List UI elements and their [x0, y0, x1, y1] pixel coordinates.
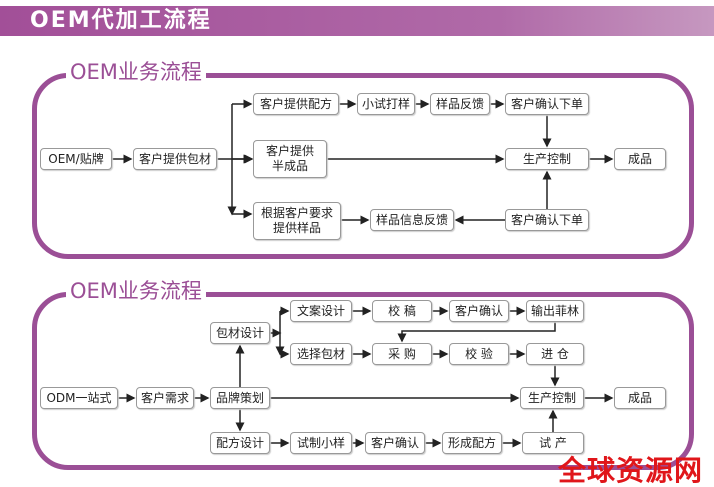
box-finished-1: 成品	[614, 148, 666, 170]
box-sample-info-feedback: 样品信息反馈	[370, 209, 454, 231]
box-proofread: 校 稿	[372, 300, 432, 322]
box-trial-sample: 小试打样	[357, 93, 415, 115]
box-purchase: 采 购	[372, 343, 432, 365]
box-order-confirm-1: 客户确认下单	[505, 93, 589, 115]
box-copy-design: 文案设计	[290, 300, 352, 322]
oem-section-title: OEM业务流程	[66, 59, 206, 85]
odm-frame	[32, 292, 694, 470]
box-output-film: 输出菲林	[526, 300, 584, 322]
box-brand-planning: 品牌策划	[210, 387, 270, 409]
box-choose-packaging: 选择包材	[290, 343, 352, 365]
odm-section-title: OEM业务流程	[66, 278, 206, 304]
box-production-control-1: 生产控制	[505, 148, 589, 170]
box-customer-confirm: 客户确认	[449, 300, 509, 322]
box-formula-final: 形成配方	[442, 432, 502, 454]
page-title: OEM代加工流程	[30, 8, 212, 33]
box-production-control-2: 生产控制	[520, 387, 584, 409]
box-small-sample: 试制小样	[290, 432, 352, 454]
box-sample-feedback: 样品反馈	[430, 93, 490, 115]
box-warehouse: 进 仓	[526, 343, 584, 365]
box-customer-formula: 客户提供配方	[253, 93, 339, 115]
box-formula-design: 配方设计	[210, 432, 270, 454]
watermark: 全球资源网	[558, 454, 704, 487]
box-oem: OEM/贴牌	[40, 148, 112, 170]
box-customer-need: 客户需求	[136, 387, 194, 409]
box-order-confirm-2: 客户确认下单	[505, 209, 589, 231]
box-trial-production: 试 产	[522, 432, 584, 454]
box-packaging-design: 包材设计	[210, 322, 270, 344]
box-customer-packaging: 客户提供包材	[133, 148, 217, 170]
box-semi-finished: 客户提供 半成品	[253, 140, 327, 178]
header-banner: OEM代加工流程	[0, 6, 714, 36]
box-sample-on-request: 根据客户要求 提供样品	[253, 202, 341, 240]
box-odm: ODM一站式	[40, 387, 118, 409]
box-customer-confirm-2: 客户确认	[365, 432, 425, 454]
oem-frame	[32, 73, 694, 259]
box-inspect: 校 验	[449, 343, 509, 365]
box-finished-2: 成品	[614, 387, 666, 409]
